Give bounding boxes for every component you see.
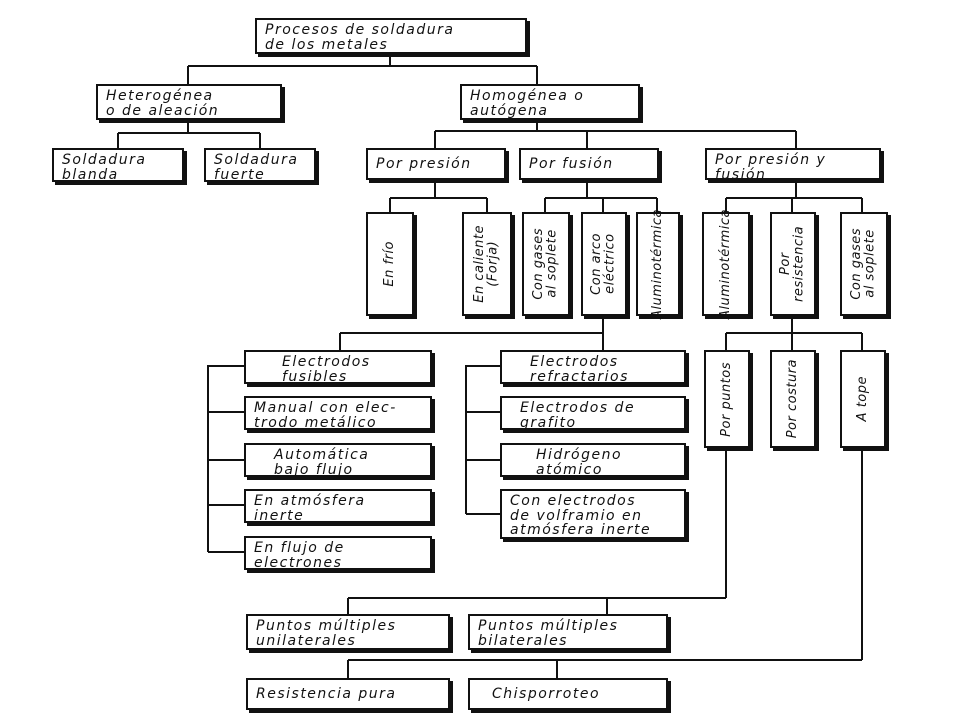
arco-electrico-label: Con arco eléctrico (589, 233, 618, 295)
por-costura-label: Por costura (785, 359, 801, 439)
aluminotermica-1-box: Aluminotérmica (636, 208, 680, 320)
connector-por-resistencia (725, 316, 863, 350)
aluminotermica-2-box: Aluminotérmica (702, 208, 750, 320)
connector-a-tope (347, 448, 863, 680)
flujo-electrones-box: En flujo de electrones (244, 536, 432, 570)
homogenea-box: Homogénea o autógena (460, 84, 640, 120)
por-resistencia-label: Por resistencia (778, 225, 807, 303)
resistencia-pura-box: Resistencia pura (246, 678, 450, 710)
electrodos-refractarios-box: Electrodos refractarios (500, 350, 686, 384)
hidrogeno-box: Hidrógeno atómico (500, 443, 686, 477)
por-presion-fusion-box: Por presión y fusión (705, 148, 881, 182)
heterogenea-box: Heterogénea o de aleación (96, 84, 282, 120)
connector-por-presion (389, 180, 488, 212)
connector-arco-electrico (339, 316, 604, 350)
por-puntos-label: Por puntos (719, 361, 735, 437)
en-frio-box: En frío (366, 212, 414, 316)
en-caliente-label: En caliente (Forja) (472, 225, 501, 303)
por-presion-box: Por presión (366, 148, 506, 180)
connector-fusibles-bracket (207, 365, 244, 553)
connector-por-puntos (347, 448, 727, 616)
gases-soplete-2-label: Con gases al soplete (849, 228, 878, 300)
chisporroteo-box: Chisporroteo (468, 678, 668, 710)
en-caliente-box: En caliente (Forja) (462, 212, 512, 316)
aluminotermica-2-label: Aluminotérmica (718, 208, 734, 320)
connector-por-presion-fusion (725, 180, 863, 212)
puntos-unilaterales-box: Puntos múltiples unilaterales (246, 614, 450, 650)
por-puntos-box: Por puntos (704, 350, 750, 448)
root-box: Procesos de soldadura de los metales (255, 18, 527, 54)
electrodos-fusibles-box: Electrodos fusibles (244, 350, 432, 384)
connector-heterogenea (117, 118, 261, 150)
connector-homogenea (434, 118, 797, 148)
aluminotermica-1-label: Aluminotérmica (650, 208, 666, 320)
arco-electrico-box: Con arco eléctrico (581, 212, 627, 316)
automatica-box: Automática bajo flujo (244, 443, 432, 477)
manual-electrodo-box: Manual con elec- trodo metálico (244, 396, 432, 430)
atmosfera-inerte-box: En atmósfera inerte (244, 489, 432, 523)
a-tope-label: A tope (855, 376, 871, 422)
por-fusion-box: Por fusión (519, 148, 659, 180)
gases-soplete-1-label: Con gases al soplete (531, 228, 560, 300)
connector-por-fusion (544, 180, 658, 212)
por-costura-box: Por costura (770, 350, 816, 448)
connector-refractarios-bracket (465, 365, 500, 515)
a-tope-box: A tope (840, 350, 886, 448)
puntos-bilaterales-box: Puntos múltiples bilaterales (468, 614, 668, 650)
gases-soplete-1-box: Con gases al soplete (522, 212, 570, 316)
gases-soplete-2-box: Con gases al soplete (840, 212, 888, 316)
soldadura-fuerte-box: Soldadura fuerte (204, 148, 316, 182)
por-resistencia-box: Por resistencia (770, 212, 816, 316)
soldadura-blanda-box: Soldadura blanda (52, 148, 184, 182)
volframio-box: Con electrodos de volframio en atmósfera… (500, 489, 686, 539)
electrodos-grafito-box: Electrodos de grafito (500, 396, 686, 430)
connector-root (187, 52, 538, 86)
en-frio-label: En frío (382, 241, 398, 287)
